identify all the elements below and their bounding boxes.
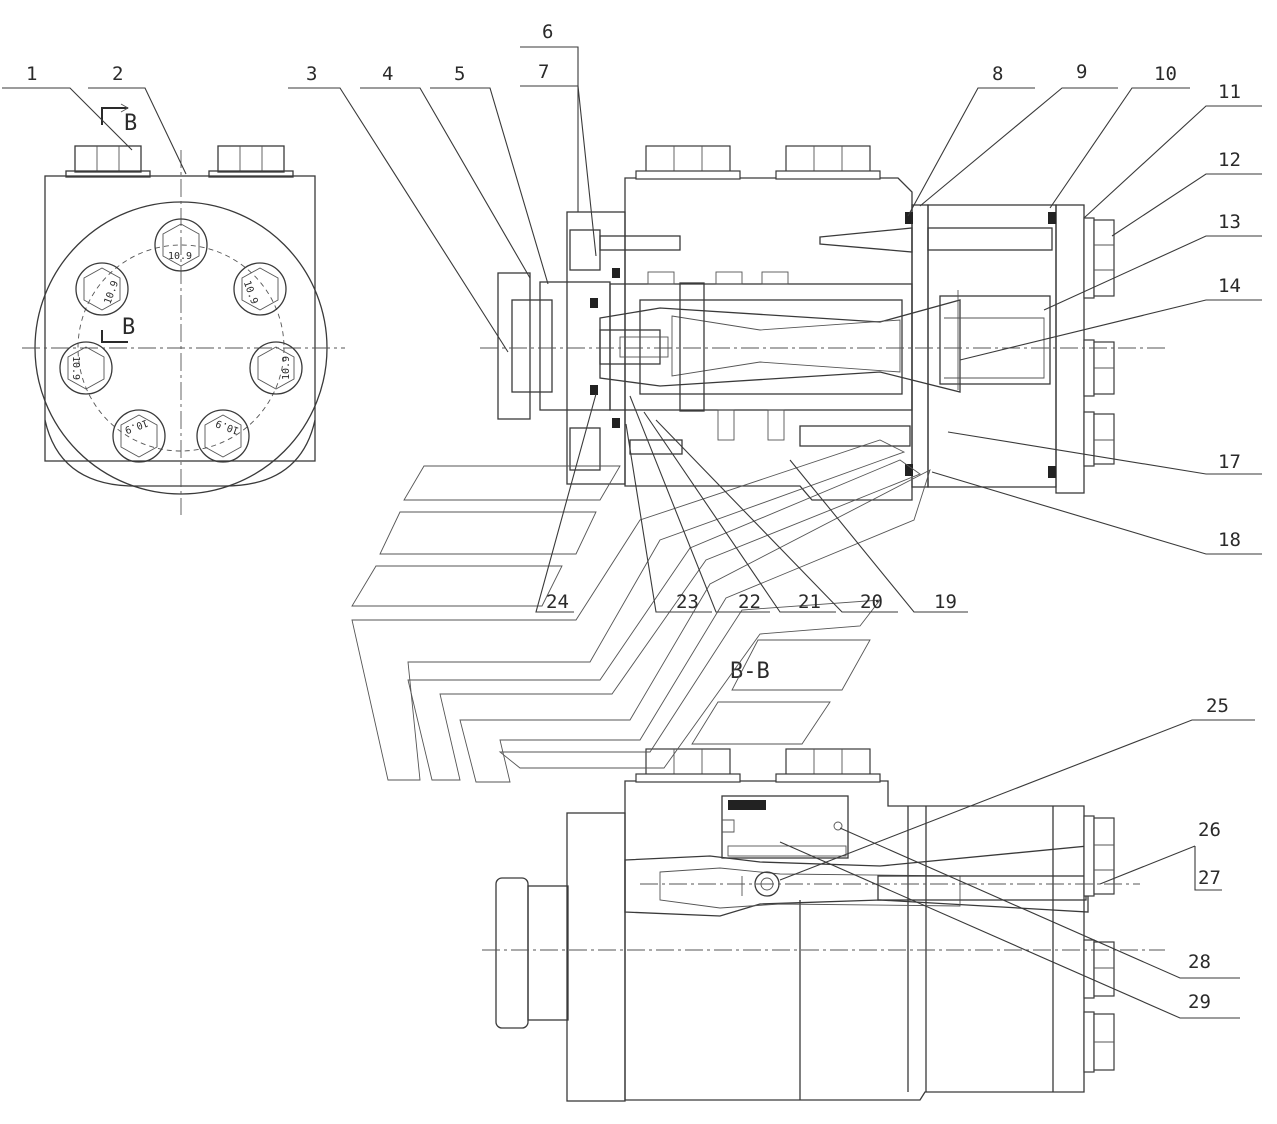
svg-text:10.9: 10.9 <box>281 356 292 380</box>
end-bolt-2 <box>1083 339 1115 397</box>
body-top-bolt-1 <box>635 145 741 180</box>
leader-bands <box>351 439 931 783</box>
side-end-bolt-1 <box>1083 815 1115 897</box>
top-bolt-right <box>208 145 294 178</box>
bolt-head-6: 10.9 <box>59 341 113 395</box>
side-top-bolt-1 <box>635 748 741 783</box>
bolt-head-3: 10.9 <box>249 341 303 395</box>
side-end-bolt-2 <box>1083 939 1115 999</box>
bolt-head-7: 10.9 <box>75 262 129 316</box>
callout-10: 10 <box>1154 63 1177 85</box>
cut-mark-bottom: B <box>122 315 135 340</box>
callout-8: 8 <box>992 63 1003 85</box>
side-top-bolt-2 <box>775 748 881 783</box>
callout-1: 1 <box>26 63 37 85</box>
callout-numbers: 1 2 3 4 5 6 7 8 9 10 11 12 13 14 17 18 1… <box>26 21 1241 1013</box>
svg-text:10.9: 10.9 <box>214 417 240 436</box>
callout-2: 2 <box>112 63 123 85</box>
front-view: B B 10.9 10.9 10.9 10.9 10.9 <box>22 103 345 515</box>
callout-7: 7 <box>538 61 549 83</box>
section-label: B-B <box>730 659 770 684</box>
end-bolt-3 <box>1083 411 1115 467</box>
callout-18: 18 <box>1218 529 1241 551</box>
callout-5: 5 <box>454 63 465 85</box>
callout-14: 14 <box>1218 275 1241 297</box>
callout-9: 9 <box>1076 61 1087 83</box>
bolt-head-5: 10.9 <box>112 409 166 463</box>
nameplate-marking <box>728 800 766 810</box>
svg-text:10.9: 10.9 <box>70 356 81 380</box>
callout-27: 27 <box>1198 867 1221 889</box>
callout-6: 6 <box>542 21 553 43</box>
svg-text:10.9: 10.9 <box>241 279 260 305</box>
section-view <box>480 145 1165 501</box>
bolt-head-1: 10.9 <box>154 218 208 272</box>
callout-12: 12 <box>1218 149 1241 171</box>
top-bolt-left <box>65 145 151 178</box>
body-top-bolt-2 <box>775 145 881 180</box>
callout-13: 13 <box>1218 211 1241 233</box>
callout-19: 19 <box>934 591 957 613</box>
cut-mark-top: B <box>124 111 137 136</box>
callout-leaders <box>2 46 1262 1019</box>
callout-26: 26 <box>1198 819 1221 841</box>
side-view: B-B <box>482 659 1165 1102</box>
callout-28: 28 <box>1188 951 1211 973</box>
callout-22: 22 <box>738 591 761 613</box>
nameplate <box>721 795 849 859</box>
bolt-head-4: 10.9 <box>196 409 250 463</box>
end-bolt-1 <box>1083 217 1115 299</box>
callout-17: 17 <box>1218 451 1241 473</box>
callout-23: 23 <box>676 591 699 613</box>
side-end-bolt-3 <box>1083 1011 1115 1073</box>
callout-29: 29 <box>1188 991 1211 1013</box>
callout-4: 4 <box>382 63 393 85</box>
callout-24: 24 <box>546 591 569 613</box>
bolt-head-2: 10.9 <box>233 262 287 316</box>
callout-21: 21 <box>798 591 821 613</box>
svg-text:10.9: 10.9 <box>103 279 122 305</box>
callout-11: 11 <box>1218 81 1241 103</box>
svg-text:10.9: 10.9 <box>123 417 149 436</box>
svg-text:10.9: 10.9 <box>168 251 192 262</box>
callout-3: 3 <box>306 63 317 85</box>
callout-25: 25 <box>1206 695 1229 717</box>
callout-20: 20 <box>860 591 883 613</box>
